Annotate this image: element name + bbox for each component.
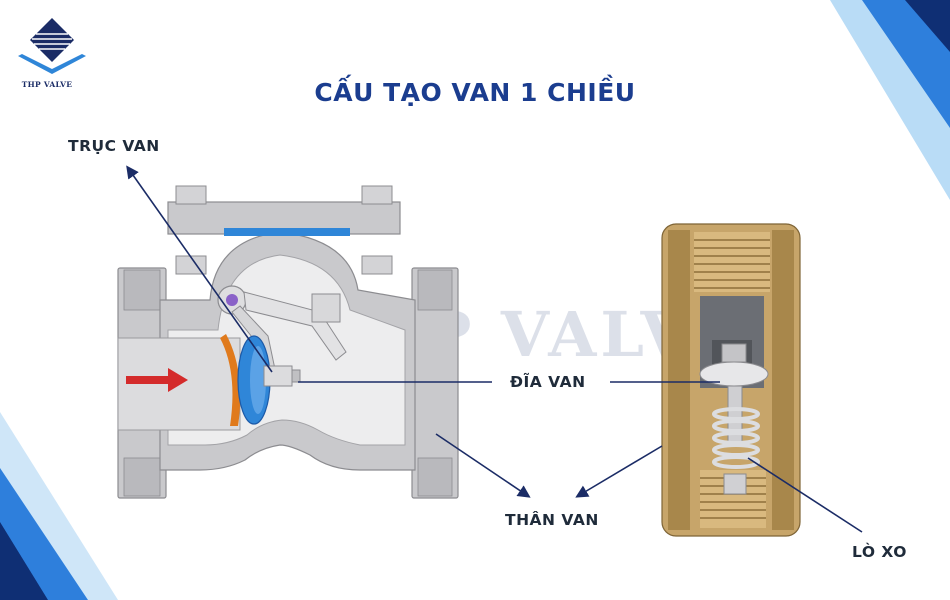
top-threads (694, 239, 770, 289)
label-dia-van: ĐĨA VAN (510, 373, 586, 391)
than-van-leader-left (435, 433, 531, 498)
lo-xo-leader (747, 457, 863, 533)
spring-coils (712, 407, 760, 469)
corner-stripe-dark-bl (0, 522, 48, 600)
truc-van-leader (126, 165, 273, 373)
label-truc-van: TRỤC VAN (68, 137, 160, 155)
corner-stripe-mid (862, 0, 950, 128)
page-title: CẤU TẠO VAN 1 CHIỀU (314, 78, 636, 107)
label-than-van: THÂN VAN (505, 511, 599, 529)
label-lo-xo: LÒ XO (852, 543, 907, 561)
corner-stripe-dark (905, 0, 950, 52)
valve-disc-assembly (217, 285, 347, 426)
brand-name: THP VALVE (21, 80, 73, 89)
brass-body (661, 223, 801, 537)
flow-arrow (126, 368, 188, 392)
logo-diamond (18, 18, 86, 74)
thp-logo (18, 18, 86, 74)
than-van-leader-right (575, 445, 663, 498)
